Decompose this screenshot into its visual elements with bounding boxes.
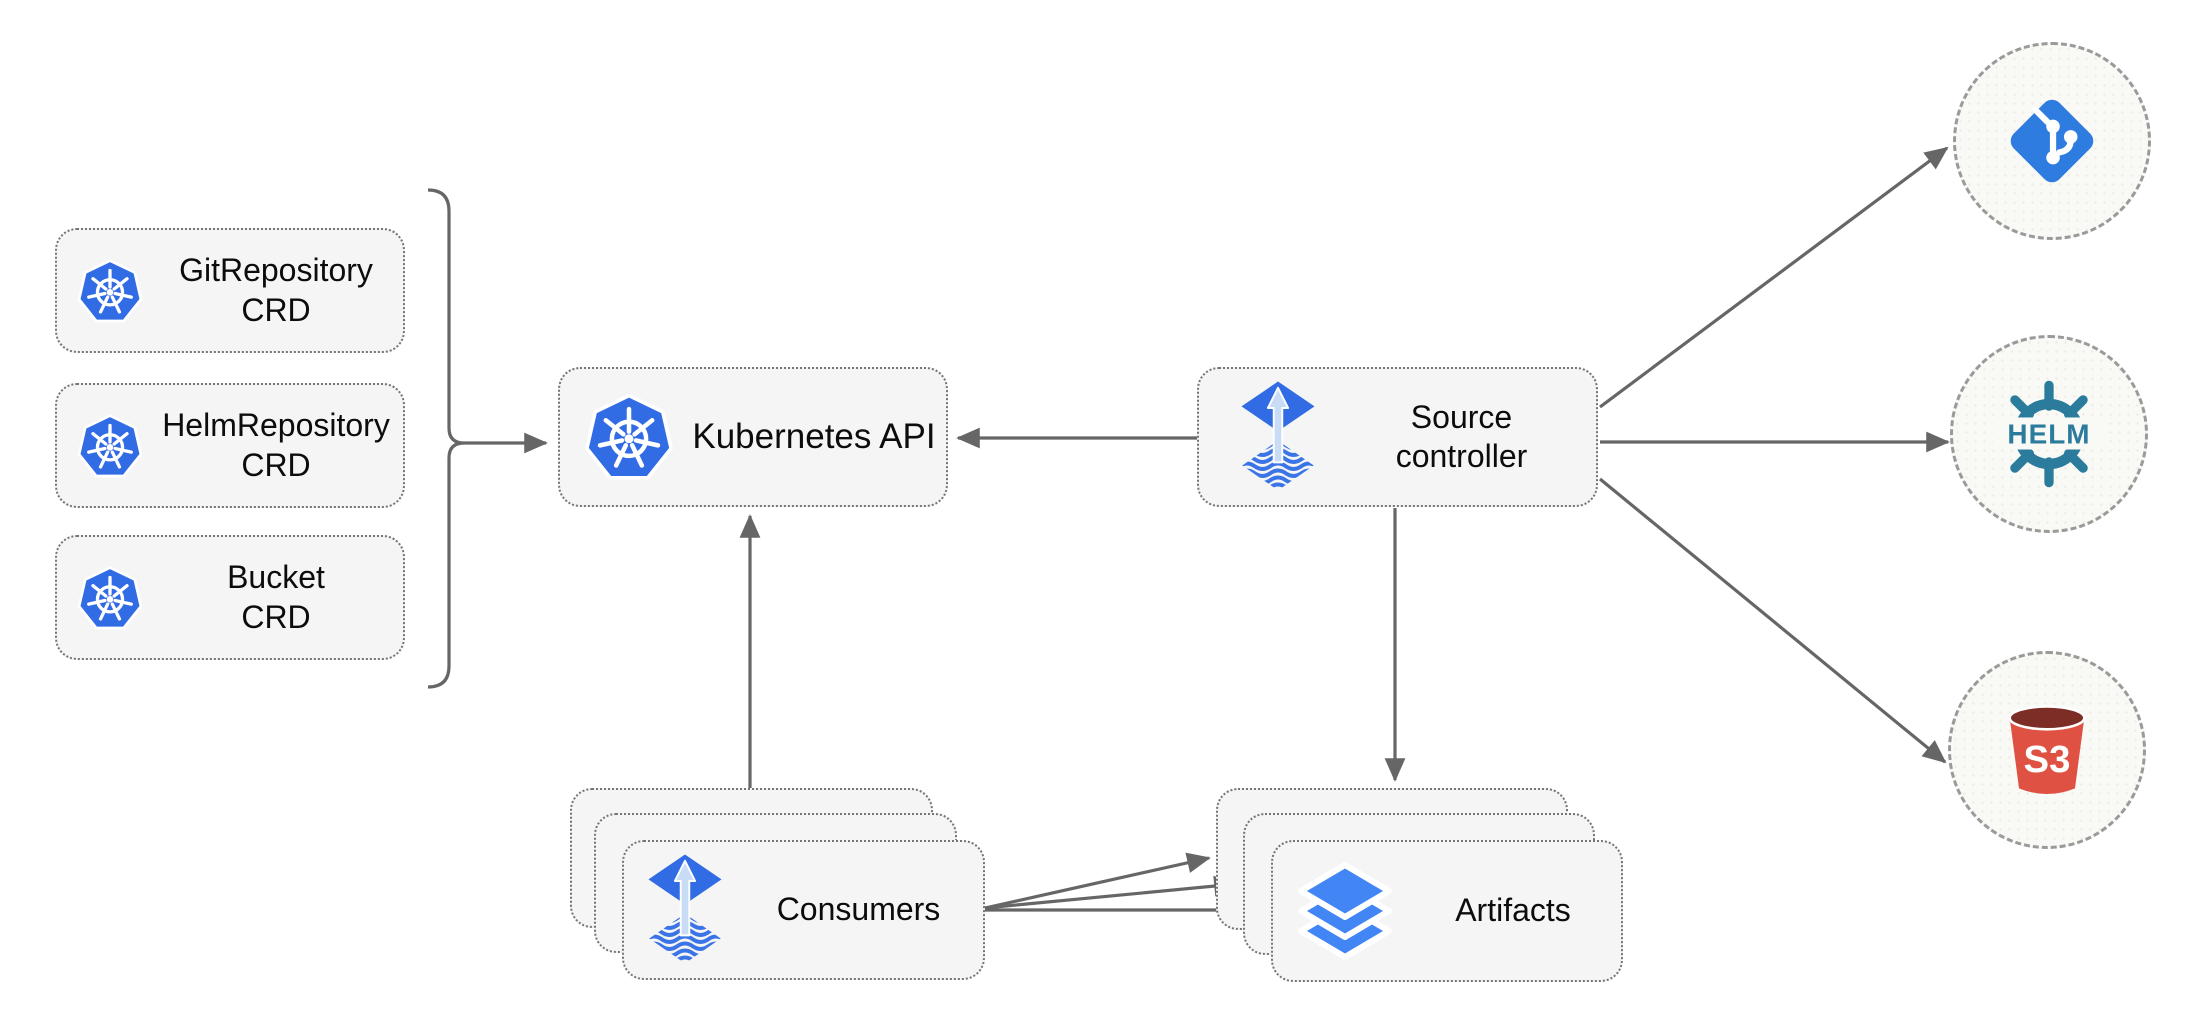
node-s3-bucket: S3 xyxy=(1948,651,2146,849)
crd-group-bracket xyxy=(427,188,465,689)
node-label: Source controller xyxy=(1395,398,1528,474)
edge-source-controller-to-s3 xyxy=(1598,477,1947,764)
helm-label: HELM xyxy=(2007,418,2090,449)
node-label: Artifacts xyxy=(1455,892,1571,929)
node-label: Bucket CRD xyxy=(227,559,325,635)
node-git-remote xyxy=(1953,42,2151,240)
edge-consumers-to-artifacts-middle xyxy=(984,875,1238,910)
flux-icon xyxy=(1241,381,1315,490)
s3-label: S3 xyxy=(2024,738,2071,781)
kubernetes-icon xyxy=(77,258,143,322)
node-label: HelmRepository CRD xyxy=(162,407,390,483)
node-bucket-crd: Bucket CRD xyxy=(55,535,405,660)
node-label: Kubernetes API xyxy=(692,416,936,456)
node-label: Consumers xyxy=(776,891,941,928)
flux-icon xyxy=(648,854,722,963)
node-source-controller: Source controller xyxy=(1197,367,1598,507)
node-gitrepository-crd: GitRepository CRD xyxy=(55,228,405,353)
kubernetes-icon xyxy=(585,393,673,480)
node-kubernetes-api: Kubernetes API xyxy=(558,367,948,507)
node-artifacts: Artifacts xyxy=(1271,840,1623,982)
node-helmrepository-crd: HelmRepository CRD xyxy=(55,383,405,508)
node-consumers: Consumers xyxy=(622,840,985,980)
kubernetes-icon xyxy=(77,413,143,477)
node-label: GitRepository CRD xyxy=(179,252,373,328)
node-helm-repository: HELM xyxy=(1950,335,2148,533)
layers-icon xyxy=(1298,862,1392,960)
kubernetes-icon xyxy=(77,565,143,629)
s3-bucket-icon: S3 xyxy=(2008,705,2086,795)
helm-icon: HELM xyxy=(1993,380,2105,488)
edge-source-controller-to-git xyxy=(1599,146,1949,409)
git-icon xyxy=(2010,99,2094,183)
edge-consumers-to-artifacts-back xyxy=(984,852,1211,910)
